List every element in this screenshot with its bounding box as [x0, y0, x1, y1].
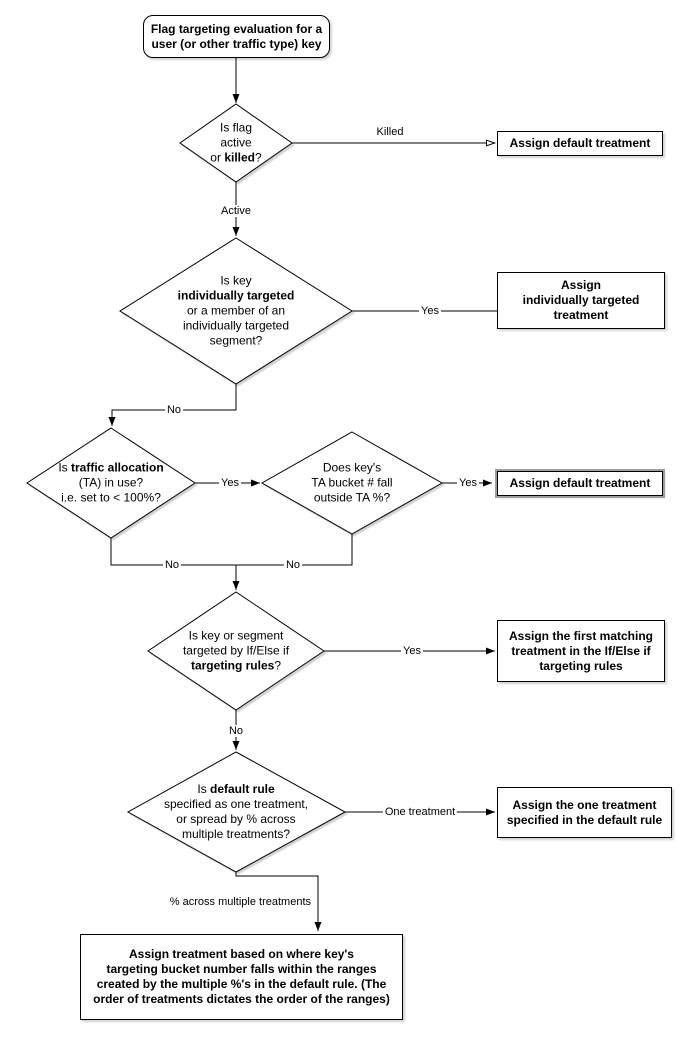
label-segment-bold: default rule — [209, 782, 275, 796]
edge-no-ta — [110, 538, 236, 566]
decision-default-rule-label: Is default rule specified as one treatme… — [164, 782, 308, 842]
start-node: Flag targeting evaluation for a user (or… — [143, 15, 330, 58]
box-assign-default-treatment-bucket: Assign default treatment — [497, 471, 663, 496]
edge-label-no-bucket: No — [283, 559, 303, 571]
label-segment-bold: killed — [224, 150, 256, 165]
label-segment: Is key — [220, 273, 252, 288]
decision-targeting-rules-shape — [147, 591, 325, 711]
label-segment: or a member of an individually targeted … — [182, 303, 290, 348]
decision-shapes — [26, 103, 444, 873]
label-segment-bold: targeting rules — [190, 658, 275, 673]
decision-flag-status-shape — [179, 103, 293, 183]
decision-default-rule-shape — [126, 751, 347, 873]
decision-individual-targeting-shape — [119, 237, 353, 385]
edge-label-yes-ta: Yes — [219, 477, 241, 489]
edge-label-yes-individual: Yes — [419, 305, 441, 317]
box-assign-individual-treatment: Assign individually targeted treatment — [497, 272, 665, 329]
label-segment: ? — [274, 658, 282, 673]
edge-label-yes-bucket: Yes — [457, 477, 479, 489]
edge-label-yes-rules: Yes — [401, 645, 423, 657]
label-segment-bold: traffic allocation — [70, 460, 164, 475]
box-assign-ranged-treatment: Assign treatment based on where key's ta… — [80, 934, 403, 1020]
edge-label-pct-across: % across multiple treatments — [167, 896, 313, 908]
decision-traffic-allocation-shape — [26, 427, 196, 539]
edge-label-no-individual: No — [164, 404, 184, 416]
label-segment: (TA) in use? i.e. set to < 100%? — [61, 475, 161, 505]
label-segment: Is — [197, 782, 210, 796]
decision-flag-status-label: Is flag active or killed? — [210, 121, 261, 166]
edge-label-no-rules: No — [226, 725, 246, 737]
label-segment-bold: individually targeted — [177, 288, 295, 303]
box-assign-one-treatment: Assign the one treatment specified in th… — [497, 787, 672, 838]
edge-pct-across — [235, 872, 322, 931]
decision-traffic-allocation-label: Is traffic allocation (TA) in use? i.e. … — [58, 461, 163, 506]
box-assign-first-matching-treatment: Assign the first matching treatment in t… — [497, 620, 665, 682]
label-segment: ? — [255, 150, 262, 165]
edge-label-no-ta: No — [162, 559, 182, 571]
edge-no-bucket — [236, 534, 353, 566]
edge-label-active: Active — [219, 205, 253, 217]
label-segment: Is flag active or — [210, 120, 253, 165]
decision-ta-bucket-shape — [260, 431, 444, 535]
decision-targeting-rules-label: Is key or segment targeted by If/Else if… — [183, 629, 289, 674]
decision-ta-bucket-label: Does key's TA bucket # fall outside TA %… — [311, 460, 393, 505]
decision-individual-targeting-label: Is key individually targeted or a member… — [178, 274, 295, 349]
label-segment: Is key or segment targeted by If/Else if — [182, 628, 290, 658]
label-segment: specified as one treatment, or spread by… — [163, 797, 309, 841]
box-assign-default-treatment-killed: Assign default treatment — [497, 131, 663, 156]
label-segment: Is — [58, 460, 71, 475]
edge-label-one-treatment: One treatment — [382, 806, 458, 818]
edge-label-killed: Killed — [374, 126, 406, 138]
